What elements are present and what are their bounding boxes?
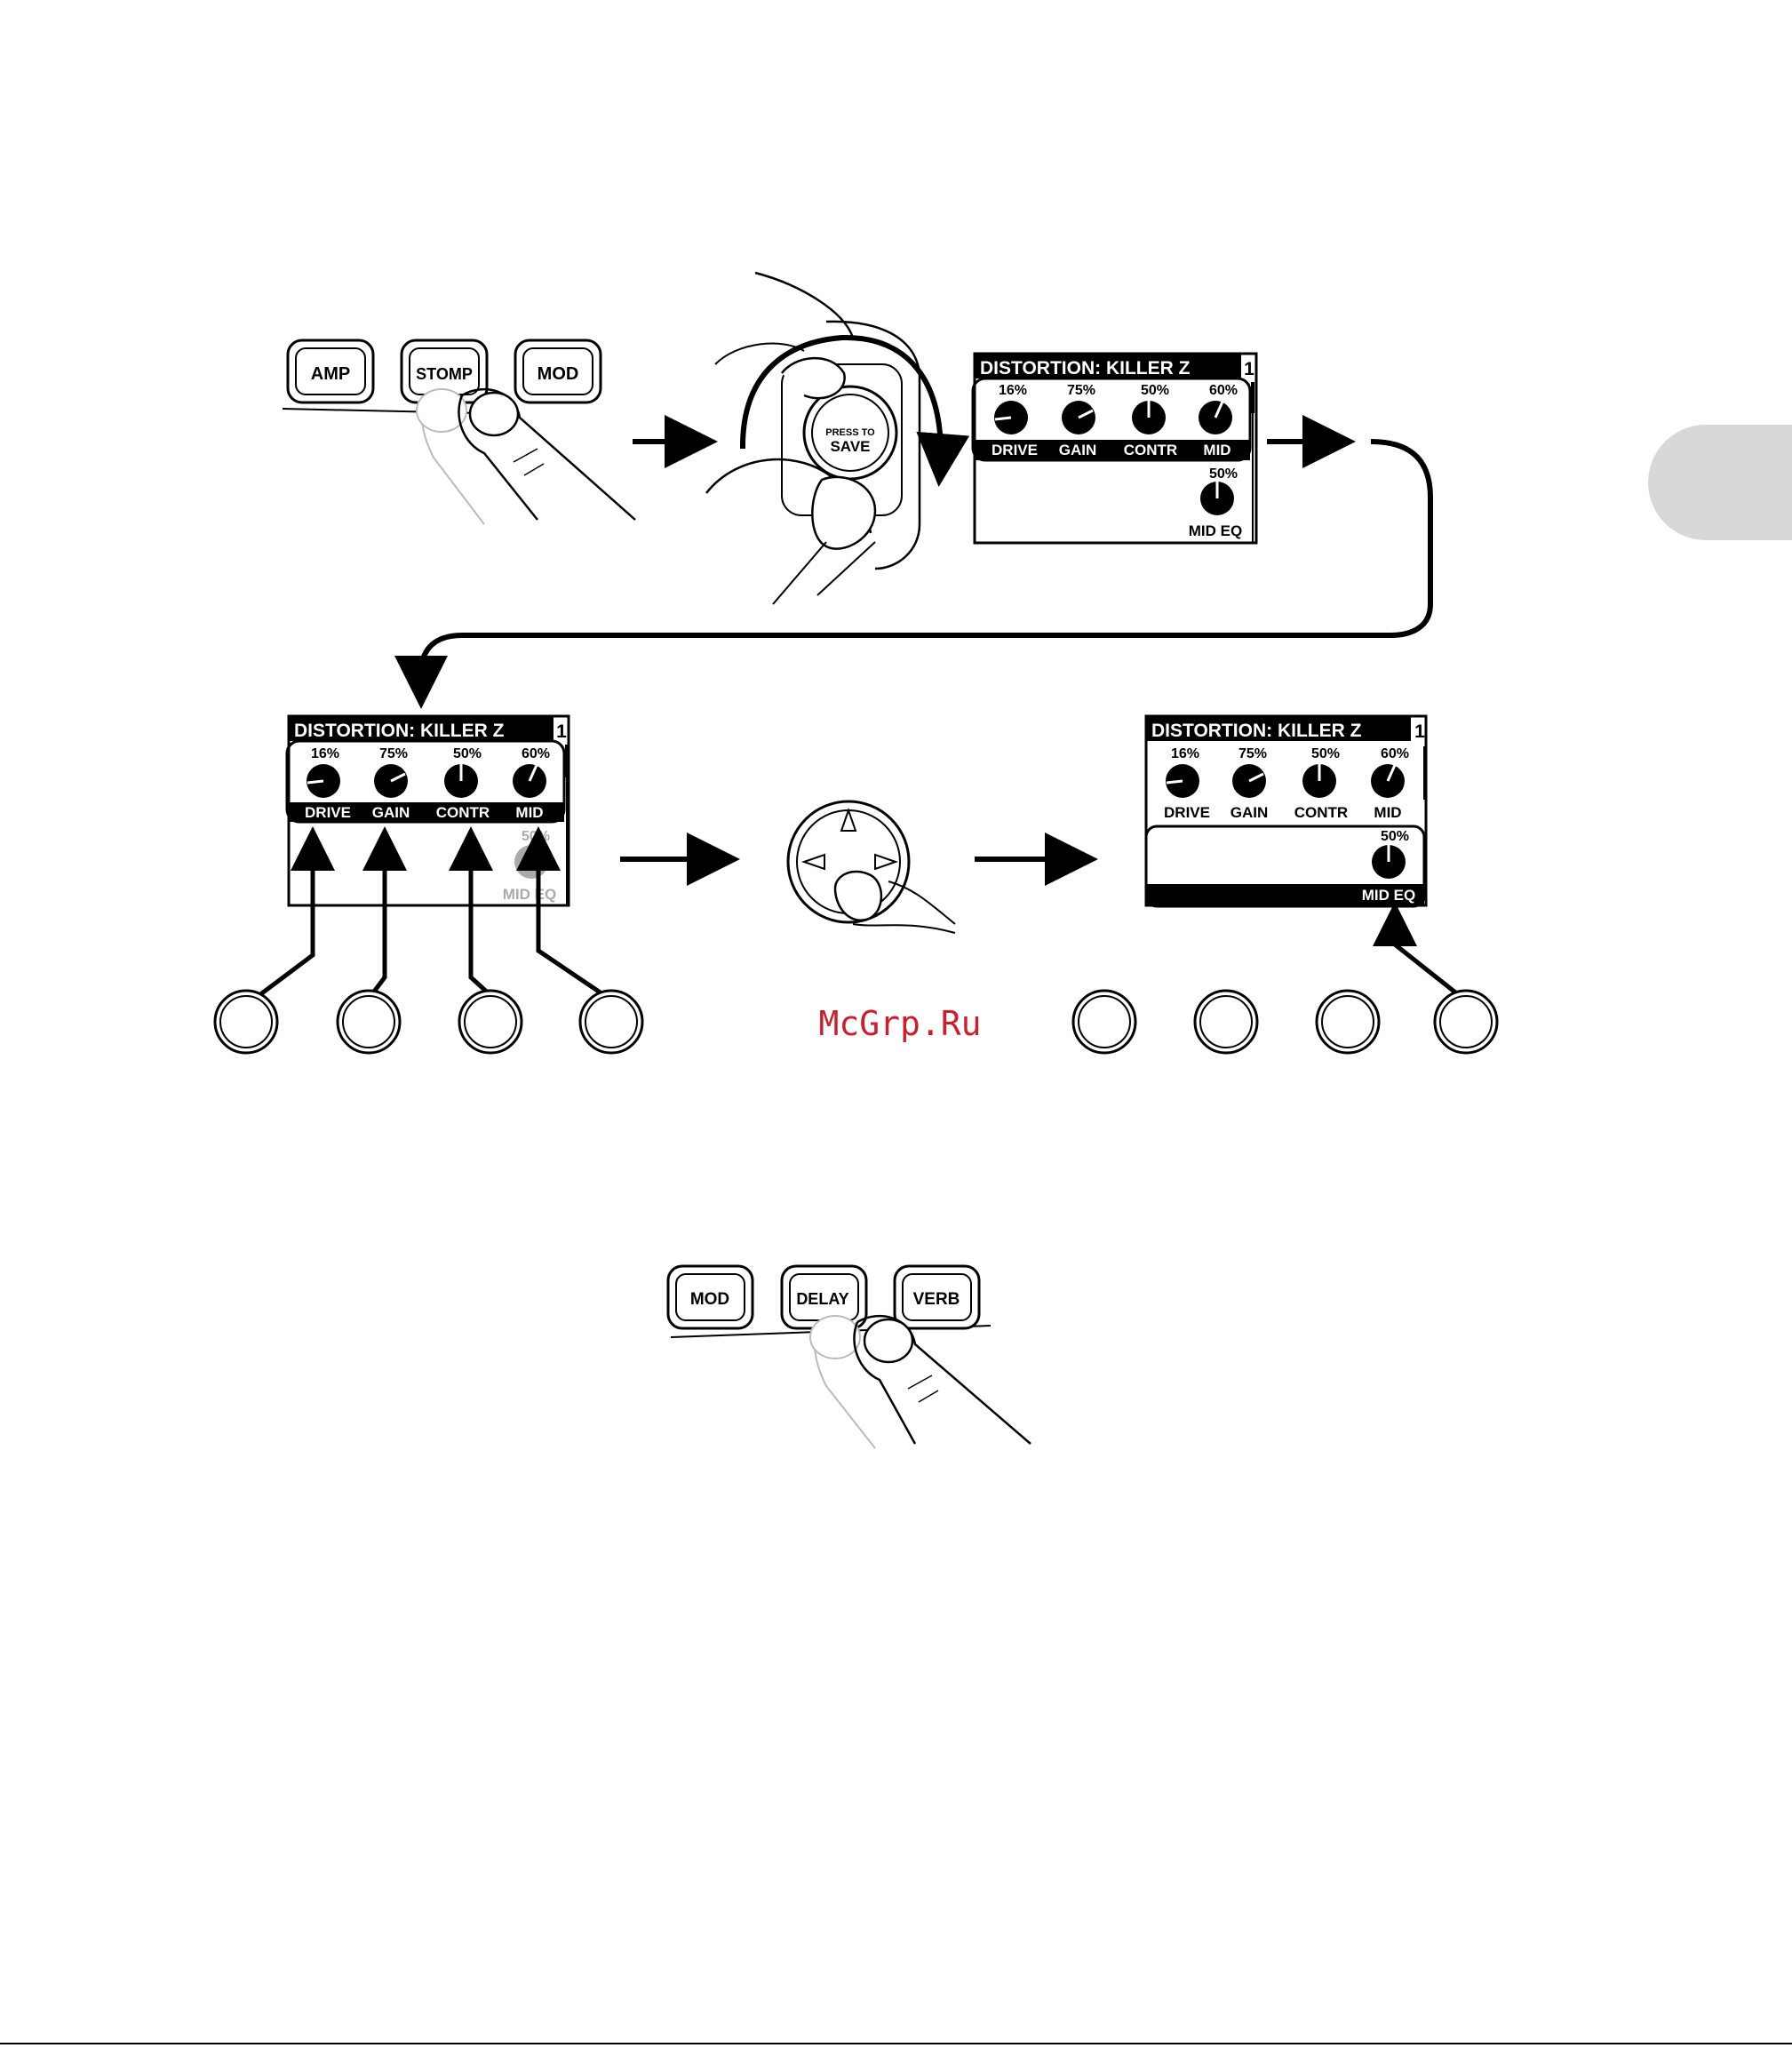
hardware-knob-1[interactable] (1073, 991, 1135, 1053)
knob-label: MID EQ (1189, 522, 1242, 539)
screen-title: DISTORTION: KILLER Z (1151, 721, 1362, 741)
lcd-screen-1: DISTORTION: KILLER Z 1 16% DRIVE 75% GAI… (973, 354, 1256, 543)
verb-button[interactable]: VERB (895, 1266, 979, 1328)
knob-value: 16% (999, 383, 1027, 398)
knob-value: 50% (453, 746, 482, 761)
knob-label: DRIVE (1164, 804, 1210, 821)
screen-slot-number: 1 (556, 721, 567, 742)
knob-value: 60% (1381, 746, 1409, 761)
nav-pad[interactable] (788, 801, 955, 933)
finger-press-icon (417, 389, 635, 524)
knob-value: 50% (1209, 466, 1238, 482)
bottom-button-panel: MOD DELAY VERB (668, 1266, 1031, 1448)
knob-value: 16% (1171, 746, 1199, 761)
hardware-knob-3[interactable] (459, 991, 522, 1053)
hardware-knob-row-right (1073, 991, 1497, 1053)
stomp-button-label: STOMP (416, 365, 473, 383)
knob-label: CONTR (1124, 442, 1177, 458)
amp-button[interactable]: AMP (288, 340, 373, 402)
knob-value: 50% (1141, 383, 1169, 398)
hardware-knob-1[interactable] (215, 991, 277, 1053)
knob-label: MID EQ (503, 886, 556, 903)
knob-label: MID (1203, 442, 1231, 458)
hardware-knob-4[interactable] (1435, 991, 1497, 1053)
hardware-knob-row-left (215, 991, 642, 1053)
amp-button-label: AMP (311, 364, 350, 384)
knob-label: GAIN (372, 804, 410, 821)
screen-title: DISTORTION: KILLER Z (980, 358, 1191, 379)
top-button-panel: AMP STOMP MOD (283, 340, 635, 524)
knob-value: 50% (522, 829, 550, 844)
knob-label: MID (515, 804, 543, 821)
save-knob-turn: PRESS TO SAVE (706, 273, 941, 604)
knob-label: DRIVE (992, 442, 1038, 458)
knob-value: 75% (1067, 383, 1095, 398)
mod-button[interactable]: MOD (515, 340, 601, 402)
knob-label: GAIN (1231, 804, 1269, 821)
knob-label: CONTR (436, 804, 490, 821)
knob-value: 50% (1311, 746, 1340, 761)
mod-button-label: MOD (690, 1290, 729, 1309)
save-knob-line2[interactable]: SAVE (830, 438, 870, 455)
knob-label: GAIN (1059, 442, 1097, 458)
knob-value: 60% (1209, 383, 1238, 398)
hardware-knob-3[interactable] (1317, 991, 1379, 1053)
hardware-knob-4[interactable] (580, 991, 642, 1053)
chapter-tab (1648, 425, 1792, 540)
knob-to-parameter-arrow (1395, 915, 1459, 995)
screen-title: DISTORTION: KILLER Z (294, 721, 505, 741)
lcd-screen-3: DISTORTION: KILLER Z 1 16% DRIVE 75% GAI… (1146, 716, 1426, 906)
screen-slot-number: 1 (1414, 721, 1425, 742)
hardware-knob-2[interactable] (1195, 991, 1257, 1053)
save-knob-line1: PRESS TO (825, 427, 875, 438)
verb-button-label: VERB (913, 1290, 960, 1309)
lcd-screen-2: DISTORTION: KILLER Z 1 16% DRIVE 75% GAI… (287, 716, 569, 905)
knob-label: CONTR (1294, 804, 1348, 821)
knob-value: 75% (1238, 746, 1267, 761)
knob-value: 50% (1381, 829, 1409, 844)
knob-value: 60% (522, 746, 550, 761)
finger-press-icon (810, 1316, 1031, 1448)
flow-connector-arrow (421, 442, 1430, 693)
delay-button-label: DELAY (796, 1290, 848, 1308)
screen-slot-number: 1 (1244, 359, 1254, 379)
watermark: McGrp.Ru (818, 1004, 981, 1043)
knob-value: 16% (311, 746, 339, 761)
knob-value: 75% (379, 746, 408, 761)
hardware-knob-2[interactable] (338, 991, 400, 1053)
knob-label: MID (1374, 804, 1401, 821)
knob-label: DRIVE (305, 804, 351, 821)
knob-label: MID EQ (1362, 887, 1415, 904)
mod-button-label: MOD (538, 364, 579, 384)
mod-button-bottom[interactable]: MOD (668, 1266, 753, 1328)
